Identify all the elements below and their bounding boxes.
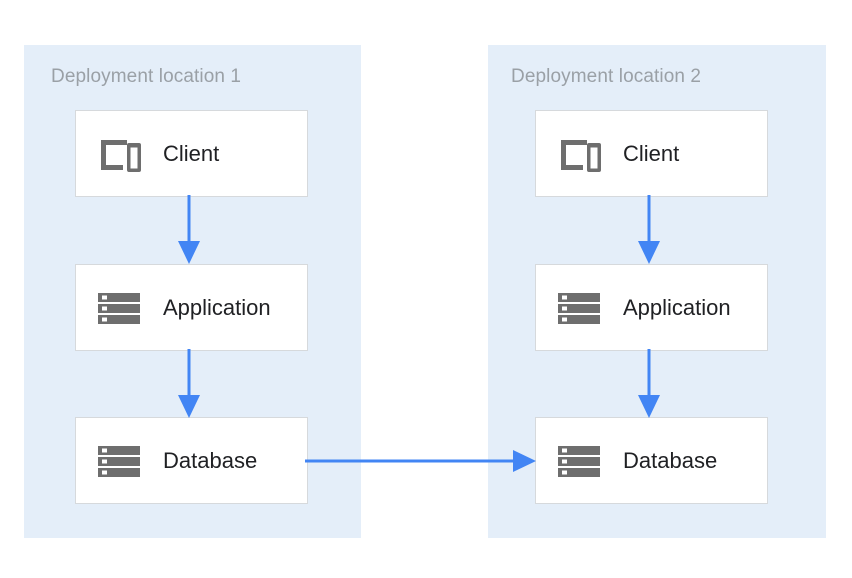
deployment-zone-2-label: Deployment location 2	[511, 66, 702, 87]
devices-icon	[101, 139, 141, 172]
node-application-2-label: Application	[623, 294, 731, 320]
connector-client-2-to-application-2	[638, 195, 660, 264]
devices-icon	[561, 139, 601, 172]
connector-database-1-to-database-2	[305, 450, 536, 472]
server-icon	[558, 445, 600, 477]
connector-application-2-to-database-2	[638, 349, 660, 418]
node-client-2-label: Client	[623, 140, 680, 166]
node-client-1[interactable]: Client	[75, 110, 308, 197]
server-icon	[98, 445, 140, 477]
node-application-2[interactable]: Application	[535, 264, 768, 351]
node-client-2[interactable]: Client	[535, 110, 768, 197]
connector-application-1-to-database-1	[178, 349, 200, 418]
node-database-2-label: Database	[623, 447, 718, 473]
server-icon	[98, 292, 140, 324]
node-client-1-label: Client	[163, 140, 220, 166]
node-database-1[interactable]: Database	[75, 417, 308, 504]
node-database-1-label: Database	[163, 447, 258, 473]
deployment-zone-1-label: Deployment location 1	[51, 66, 242, 87]
node-application-1[interactable]: Application	[75, 264, 308, 351]
node-application-1-label: Application	[163, 294, 271, 320]
connector-client-1-to-application-1	[178, 195, 200, 264]
node-database-2[interactable]: Database	[535, 417, 768, 504]
server-icon	[558, 292, 600, 324]
